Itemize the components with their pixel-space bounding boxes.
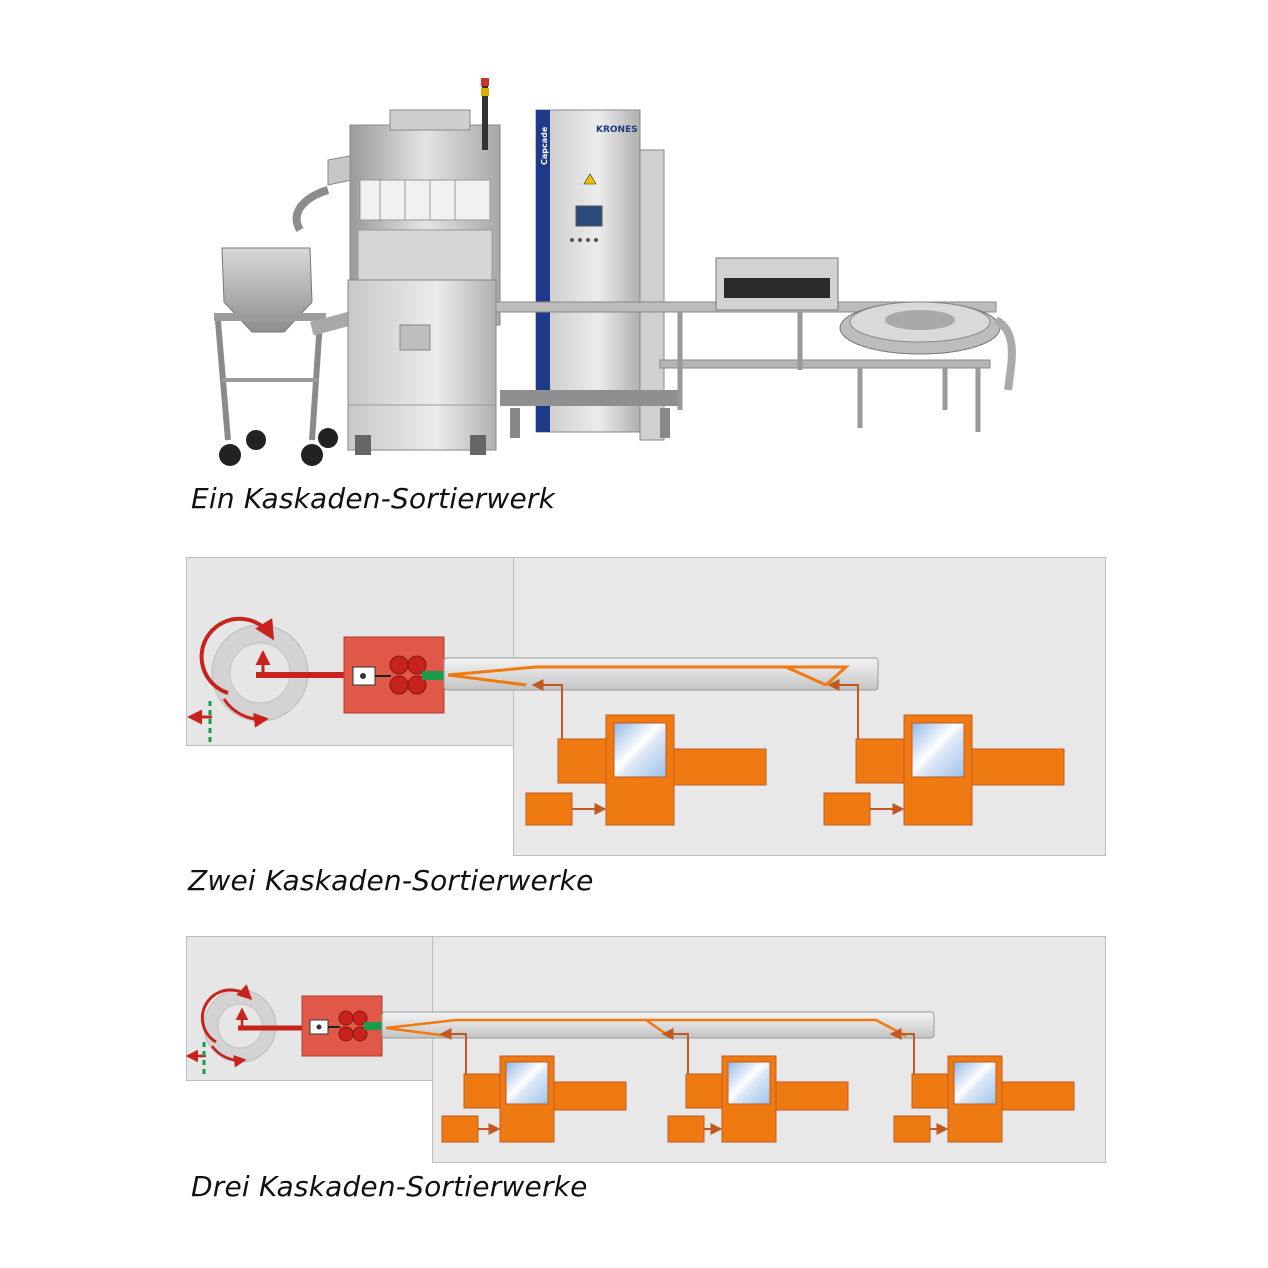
window-icon bbox=[613, 722, 667, 778]
window-icon bbox=[505, 1061, 549, 1105]
caption-two-sorters: Zwei Kaskaden-Sortierwerke bbox=[188, 864, 594, 897]
conveyor-tube bbox=[443, 657, 879, 691]
elevator-base bbox=[347, 279, 497, 455]
inspection-housing bbox=[301, 995, 386, 1057]
direction-arrow-icon bbox=[187, 701, 212, 743]
diagram-three-sorters bbox=[186, 936, 1106, 1163]
sorter-unit-icon bbox=[525, 679, 767, 826]
inspection-housing bbox=[343, 636, 448, 714]
conveyor-frame bbox=[495, 257, 997, 432]
model-label: Capcade bbox=[540, 126, 549, 165]
sorter-unit-icon bbox=[823, 679, 1065, 826]
hopper-cart bbox=[214, 247, 355, 466]
conveyor-tube bbox=[381, 1011, 935, 1039]
caption-three-sorters: Drei Kaskaden-Sortierwerke bbox=[191, 1170, 588, 1203]
window-icon bbox=[953, 1061, 997, 1105]
brand-label: KRONES bbox=[596, 125, 638, 135]
rotary-feeder-icon bbox=[200, 984, 306, 1068]
diagram-two-sorters bbox=[186, 557, 1106, 856]
rotary-feeder-icon bbox=[199, 616, 346, 728]
hmi-screen bbox=[575, 205, 603, 227]
direction-arrow-icon bbox=[186, 1042, 206, 1078]
caption-one-sorter: Ein Kaskaden-Sortierwerk bbox=[191, 482, 556, 515]
rotary-table bbox=[839, 301, 1016, 391]
window-icon bbox=[911, 722, 965, 778]
sorter-unit-icon bbox=[661, 1028, 849, 1143]
sorter-unit-icon bbox=[889, 1028, 1075, 1143]
window-icon bbox=[727, 1061, 771, 1105]
warning-icon bbox=[583, 173, 597, 185]
control-cabinet: Capcade KRONES bbox=[500, 109, 680, 441]
sorting-machine-illustration: Capcade KRONES bbox=[214, 78, 1016, 466]
sorter-panel bbox=[513, 557, 1106, 856]
sorter-unit-icon bbox=[439, 1028, 627, 1143]
